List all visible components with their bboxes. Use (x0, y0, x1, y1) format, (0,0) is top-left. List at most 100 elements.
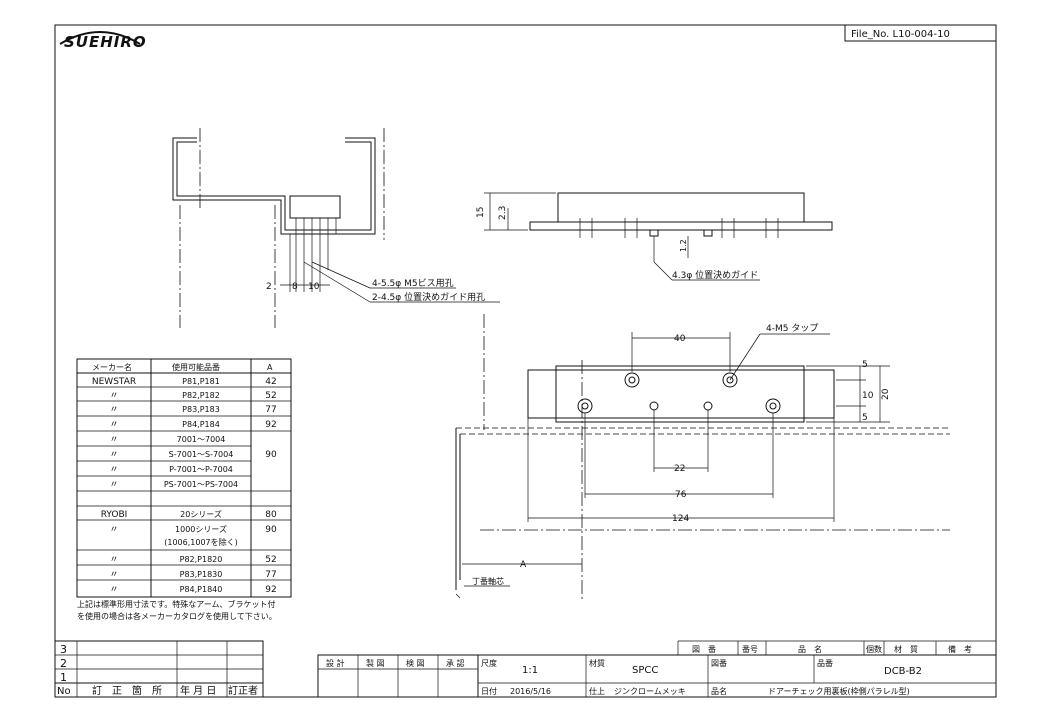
side-view: 15 2.3 1.2 4.3φ 位置決めガイド (476, 192, 833, 281)
table-header-model: 使用可能品番 (172, 362, 220, 372)
maker-table-cell: P84,P184 (182, 420, 220, 429)
maker-table-cell: RYOBI (101, 510, 128, 520)
callout-guide-pin: 4.3φ 位置決めガイド (672, 269, 758, 281)
dim-76: 76 (675, 490, 687, 500)
material-value: SPCC (632, 665, 658, 676)
parts-header-drawing: 図 番 (692, 644, 716, 654)
date-label: 日付 (481, 686, 497, 696)
maker-table-cell: 20シリーズ (180, 509, 222, 519)
maker-table-cell: 〃 (109, 465, 118, 475)
maker-table-cell: 90 (265, 450, 277, 460)
maker-table-cell: 90 (265, 525, 277, 535)
file-no: File_No. L10-004-10 (851, 29, 950, 40)
revision-row-2: 2 (60, 657, 67, 670)
callout-tap: 4-M5 タップ (766, 323, 818, 334)
finish-label: 仕上 (589, 686, 605, 696)
maker-table-cell: P83,P183 (182, 405, 220, 414)
table-header-maker: メーカー名 (92, 362, 132, 372)
dim-8: 8 (292, 282, 298, 292)
maker-table-cell: 1000シリーズ (175, 524, 227, 534)
suehiro-logo: SUEHIRO (59, 31, 147, 51)
parts-header-qty: 個数 (866, 644, 882, 654)
maker-table-cell: 92 (265, 585, 276, 595)
maker-table-cell: 〃 (109, 585, 118, 595)
sheet-border (54, 24, 997, 698)
dim-124: 124 (672, 514, 689, 524)
callout-guide-holes: 2-4.5φ 位置決めガイド用孔 (372, 291, 485, 303)
maker-table-cell: 〃 (109, 391, 118, 401)
callout-screw-holes: 4-5.5φ M5ビス用孔 (372, 278, 454, 289)
dim-10: 10 (308, 282, 320, 292)
revision-row-1: 1 (60, 671, 67, 684)
maker-table-cell: 77 (265, 405, 276, 415)
logo-text: SUEHIRO (64, 33, 147, 51)
maker-table-cell: 52 (265, 391, 276, 401)
maker-table-cell: P84,P1840 (180, 585, 223, 594)
dim-15: 15 (476, 207, 486, 218)
scale-label: 尺度 (481, 658, 497, 668)
parts-header-name: 品 名 (798, 644, 822, 654)
dim-10-mid: 10 (862, 391, 874, 401)
revision-header-by: 訂正者 (228, 684, 258, 697)
dim-5-top: 5 (862, 360, 868, 370)
maker-table-cell: P82,P1820 (180, 555, 223, 564)
parts-header-material: 材 質 (894, 644, 918, 654)
maker-table-cell: 42 (265, 377, 276, 387)
maker-table-cell: NEWSTAR (92, 377, 136, 387)
dim-40: 40 (674, 334, 686, 344)
date-value: 2016/5/16 (510, 687, 551, 696)
revision-header-no: No (57, 686, 71, 697)
maker-table-rows: NEWSTAR P81,P181 42 〃 P82,P182 52 〃 P83,P183 77 〃… (92, 377, 277, 595)
dim-20: 20 (881, 388, 891, 400)
maker-table-cell: 〃 (109, 435, 118, 445)
maker-table-cell: 〃 (109, 570, 118, 580)
maker-table-cell: P-7001～P-7004 (169, 465, 233, 474)
maker-table: メーカー名 使用可能品番 A NEWSTAR P81,P181 42 〃 P82,P18… (76, 358, 292, 621)
table-header-a: A (267, 363, 273, 372)
revision-header-date: 年 月 日 (180, 684, 216, 697)
dim-2-3: 2.3 (498, 206, 508, 220)
dim-1-2: 1.2 (679, 239, 688, 252)
file-no-box (844, 24, 997, 42)
maker-table-cell: (1006,1007を除く) (164, 537, 238, 547)
name-value: ドアーチェック用裏板(枠側パラレル型) (768, 686, 910, 696)
maker-table-cell: 〃 (109, 480, 118, 490)
dim-2: 2 (266, 282, 272, 292)
dim-22: 22 (674, 464, 685, 474)
maker-table-cell: P81,P181 (182, 377, 220, 386)
material-label: 材質 (589, 658, 605, 668)
section-view: 2 8 10 4-5.5φ M5ビス用孔 2-4.5φ 位置決めガイド用孔 (172, 128, 500, 328)
name-label: 品名 (711, 686, 727, 696)
maker-table-cell: 〃 (109, 450, 118, 460)
plan-view: 40 4-M5 タップ 22 76 124 5 10 5 20 (455, 314, 950, 600)
part-no-label: 品番 (817, 658, 833, 668)
part-no-value: DCB-B2 (884, 666, 922, 677)
table-note-1: 上記は標準形用寸法です。特殊なアーム、ブラケット付 (77, 599, 275, 609)
maker-table-cell: 52 (265, 555, 276, 565)
maker-table-cell: P83,P1830 (180, 570, 223, 579)
maker-table-cell: PS-7001～PS-7004 (164, 480, 238, 489)
parts-header-number: 番号 (742, 644, 758, 654)
maker-table-cell: 7001～7004 (177, 435, 226, 444)
maker-table-cell: S-7001～S-7004 (169, 450, 234, 459)
drawing-no-label: 図番 (711, 658, 727, 668)
maker-table-cell: 〃 (109, 420, 118, 430)
dim-a: A (520, 560, 527, 570)
maker-table-cell: 77 (265, 570, 276, 580)
parts-header-remarks: 備 考 (948, 644, 972, 654)
dim-5-bottom: 5 (862, 413, 868, 423)
title-block: 設 計 製 図 検 図 承 認 尺度 1:1 材質 SPCC 図番 品番 DCB… (317, 640, 997, 698)
maker-table-cell: 〃 (109, 405, 118, 415)
maker-table-cell: P82,P182 (182, 391, 220, 400)
revision-table: 3 2 1 No 訂 正 箇 所 年 月 日 訂正者 (54, 640, 264, 698)
revision-row-3: 3 (60, 643, 67, 656)
approval-design: 設 計 (326, 658, 345, 668)
finish-value: ジンクロームメッキ (614, 687, 686, 696)
revision-header-place: 訂 正 箇 所 (92, 684, 162, 697)
maker-table-cell: 92 (265, 420, 276, 430)
scale-value: 1:1 (522, 665, 538, 676)
maker-table-cell: 80 (265, 510, 277, 520)
maker-table-cell: 〃 (109, 555, 118, 565)
